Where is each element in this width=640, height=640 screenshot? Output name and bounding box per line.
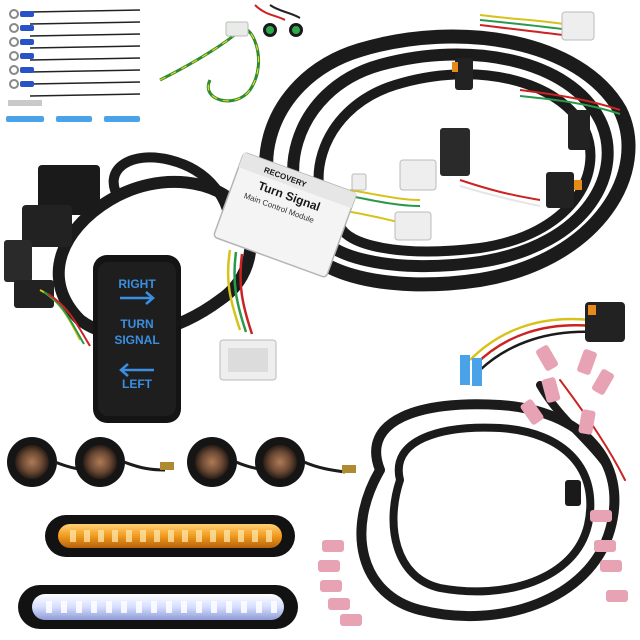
module-wires bbox=[226, 249, 254, 335]
fuse-holder bbox=[565, 480, 581, 506]
ground-wire bbox=[159, 21, 261, 103]
control-module: RECOVERY Turn Signal Main Control Module bbox=[213, 152, 357, 278]
right-arrow-icon bbox=[120, 291, 155, 305]
led-pod-1 bbox=[7, 437, 96, 487]
led-pod-3 bbox=[187, 437, 273, 487]
amber-led-light-bar bbox=[45, 515, 295, 557]
rocker-switch: RIGHT TURN SIGNAL LEFT bbox=[93, 255, 181, 423]
relay-2 bbox=[22, 205, 72, 247]
led-pods bbox=[7, 437, 356, 487]
relay-1 bbox=[38, 165, 100, 215]
switch-label-left: LEFT bbox=[122, 377, 153, 391]
pink-terminals bbox=[318, 345, 628, 626]
switch-label-signal: SIGNAL bbox=[114, 333, 159, 347]
ring-terminals-and-zip-ties bbox=[6, 9, 141, 122]
left-arrow-icon bbox=[119, 363, 154, 377]
switch-label-turn: TURN bbox=[120, 317, 153, 331]
harness-connectors bbox=[351, 11, 595, 241]
light-harness-coil bbox=[356, 379, 626, 622]
white-led-light-bar bbox=[18, 585, 298, 629]
relay-harness bbox=[4, 152, 257, 347]
switch-label-right: RIGHT bbox=[118, 277, 156, 291]
harness-branch-wires bbox=[339, 14, 621, 226]
led-pod-2 bbox=[75, 437, 174, 487]
pigtail-connector bbox=[460, 302, 625, 386]
led-pod-4 bbox=[255, 437, 356, 487]
push-buttons bbox=[254, 4, 303, 37]
